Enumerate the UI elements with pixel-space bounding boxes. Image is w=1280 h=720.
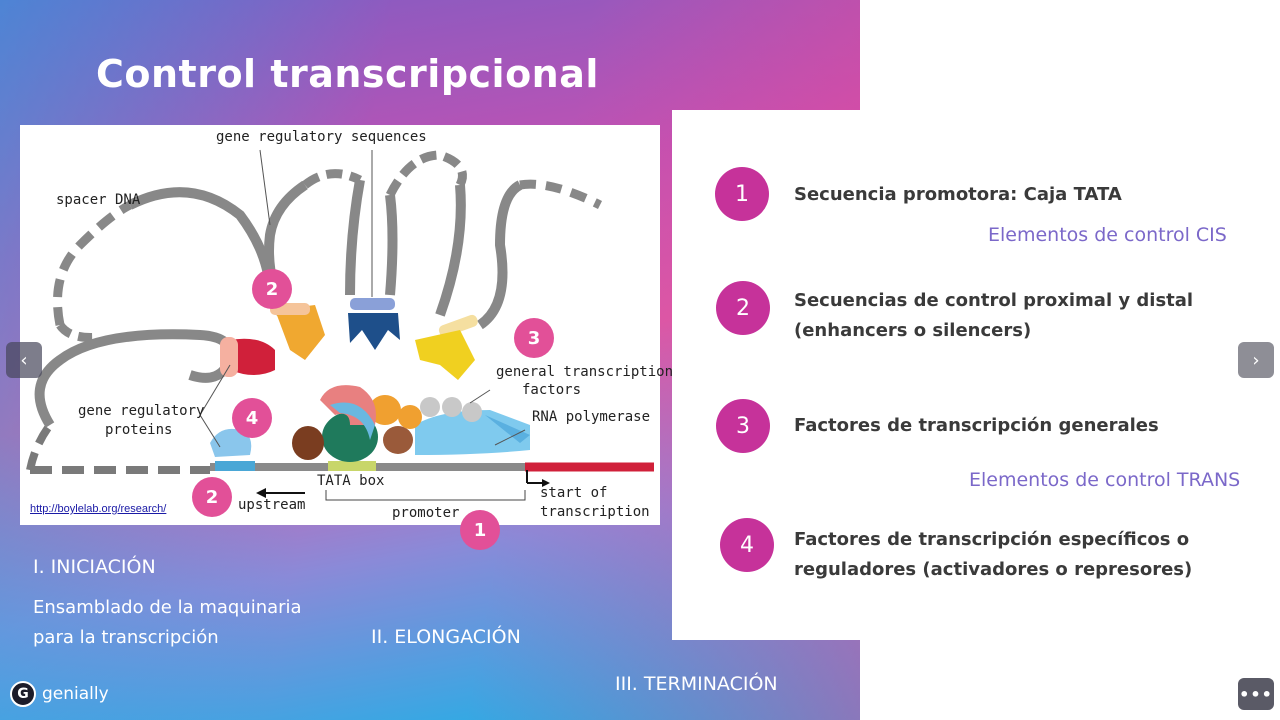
label-gene-reg-proteins-1: gene regulatory [78,403,205,419]
item-badge-4: 4 [720,518,774,572]
genially-brand[interactable]: G genially [10,681,109,707]
label-gene-regulatory-sequences: gene regulatory sequences [216,129,427,145]
label-tata-box: TATA box [317,473,385,489]
item-badge-1: 1 [715,167,769,221]
phase-termination: III. TERMINACIÓN [615,673,778,695]
diagram-drawing [26,149,654,501]
phase-initiation: I. INICIACIÓN [33,556,156,578]
item-2-text-1: Secuencias de control proximal y distal [794,290,1194,311]
label-gene-reg-proteins-2: proteins [105,422,173,438]
item-3-text: Factores de transcripción generales [794,415,1159,436]
genially-logo-icon: G [10,681,36,707]
item-4-text-1: Factores de transcripción específicos o [794,529,1190,550]
transcription-diagram: gene regulatory sequences spacer DNA gen… [20,125,673,525]
label-start-1: start of [540,485,608,501]
more-options-button[interactable]: ••• [1238,678,1274,710]
diagram-badge-4: 4 [232,398,272,438]
item-4-text-2: reguladores (activadores o represores) [794,559,1193,580]
item-2-text-2: (enhancers o silencers) [794,320,1032,341]
item-badge-3: 3 [716,399,770,453]
label-rna-polymerase: RNA polymerase [532,409,651,425]
diagram-badge-2-top: 2 [252,269,292,309]
item-1-text: Secuencia promotora: Caja TATA [794,184,1122,205]
initiation-desc-2: para la transcripción [33,627,219,648]
diagram-badge-3: 3 [514,318,554,358]
note-trans: Elementos de control TRANS [969,469,1241,491]
brand-name: genially [42,684,109,704]
phase-elongation: II. ELONGACIÓN [371,626,521,648]
source-link[interactable]: http://boylelab.org/research/ [30,503,167,515]
diagram-badge-2-bottom: 2 [192,477,232,517]
label-promoter: promoter [392,505,460,521]
label-spacer-dna: spacer DNA [56,192,141,208]
label-upstream: upstream [238,497,306,513]
next-slide-button[interactable]: › [1238,342,1274,378]
info-panel [672,110,1280,640]
label-general-tf-2: factors [522,382,582,398]
initiation-desc-1: Ensamblado de la maquinaria [33,597,302,618]
prev-slide-button[interactable]: ‹ [6,342,42,378]
item-badge-2: 2 [716,281,770,335]
label-start-2: transcription [540,504,650,520]
slide-title: Control transcripcional [96,52,599,96]
label-general-tf-1: general transcription [496,364,674,380]
diagram-badge-1: 1 [460,510,500,550]
note-cis: Elementos de control CIS [988,224,1227,246]
